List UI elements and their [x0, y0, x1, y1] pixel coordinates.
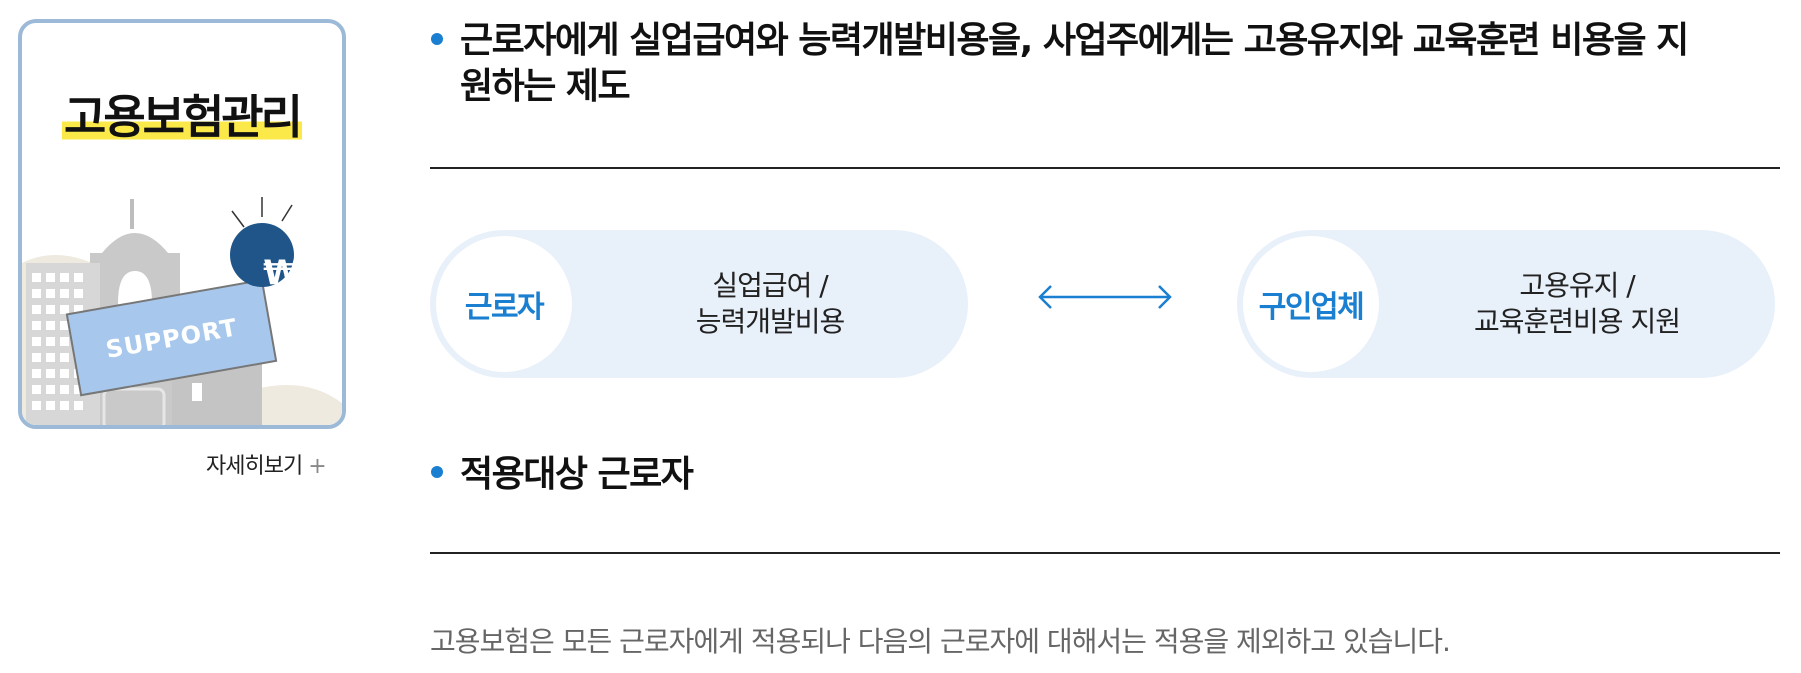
insurance-card[interactable]: 고용보험관리 SUPPORT	[18, 19, 346, 429]
won-coin-icon: ₩	[263, 253, 301, 293]
section2-bullet-icon	[431, 466, 443, 478]
section1-divider	[430, 167, 1780, 169]
section1-title-line2: 원하는 제도	[460, 66, 631, 107]
employer-benefit-line1: 고용유지 /	[1519, 269, 1635, 302]
worker-benefit-text: 실업급여 / 능력개발비용	[580, 230, 960, 378]
employer-label: 구인업체	[1243, 236, 1379, 372]
section-bullet-icon	[431, 33, 443, 45]
worker-benefit-line2: 능력개발비용	[695, 305, 846, 338]
section1-title: 근로자에게 실업급여와 능력개발비용을, 사업주에게는 고용유지와 교육훈련 비…	[460, 18, 1780, 110]
employer-benefit-pill: 구인업체 고용유지 / 교육훈련비용 지원	[1237, 230, 1775, 378]
employer-benefit-text: 고용유지 / 교육훈련비용 지원	[1387, 230, 1767, 378]
view-details-link[interactable]: 자세히보기+	[206, 448, 327, 480]
section1-title-line1: 근로자에게 실업급여와 능력개발비용을, 사업주에게는 고용유지와 교육훈련 비…	[460, 20, 1689, 61]
plus-icon: +	[308, 454, 326, 479]
view-details-label: 자세히보기	[206, 454, 303, 479]
support-illustration: SUPPORT	[22, 197, 342, 425]
section2-title: 적용대상 근로자	[460, 454, 694, 495]
card-title: 고용보험관리	[22, 81, 342, 147]
employer-benefit-line2: 교육훈련비용 지원	[1474, 305, 1681, 338]
worker-benefit-pill: 근로자 실업급여 / 능력개발비용	[430, 230, 968, 378]
section2-divider	[430, 552, 1780, 554]
section2-description: 고용보험은 모든 근로자에게 적용되나 다음의 근로자에 대해서는 적용을 제외…	[430, 625, 1451, 658]
worker-label: 근로자	[436, 236, 572, 372]
worker-benefit-line1: 실업급여 /	[712, 269, 828, 302]
card-title-text: 고용보험관리	[62, 90, 303, 144]
double-arrow-icon	[1038, 285, 1172, 309]
